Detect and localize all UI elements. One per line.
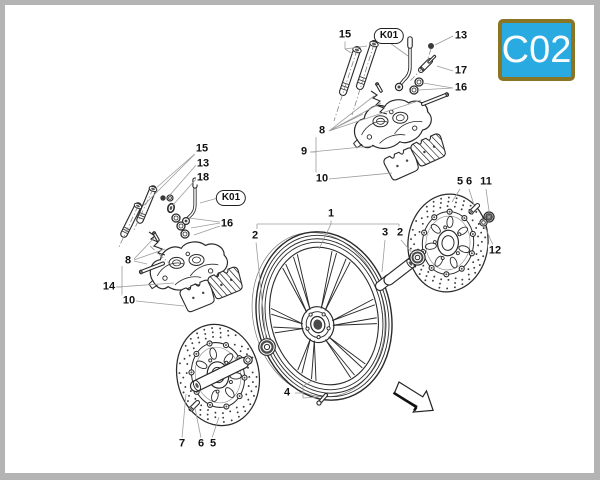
callout-4: 4 <box>282 386 292 400</box>
callout-10-left: 10 <box>121 294 137 308</box>
ring-nut <box>483 211 495 223</box>
mount-bolts-left <box>120 185 158 238</box>
seal-rings-top <box>409 77 424 95</box>
callout-16-left: 16 <box>219 217 235 231</box>
callout-9: 9 <box>299 145 309 159</box>
leader-lines <box>116 35 494 439</box>
callout-3: 3 <box>380 226 390 240</box>
fitting-left <box>160 194 174 202</box>
wheel-bearing-right <box>409 249 426 266</box>
tyre-valve <box>316 392 329 406</box>
pin-screw-top <box>375 82 383 93</box>
seal-18 <box>166 202 176 214</box>
washer-left <box>243 355 253 365</box>
disc-bolt-right <box>468 203 480 215</box>
disc-bolt-bottom <box>188 400 200 412</box>
callout-2-right: 2 <box>395 226 405 240</box>
callout-6-right: 6 <box>464 175 474 189</box>
axle-spacer <box>374 257 417 292</box>
pad-pin-left <box>138 261 166 275</box>
pad-pin-top <box>420 92 450 107</box>
centerlines <box>118 43 432 265</box>
front-axle <box>189 356 250 393</box>
pad-spring-top <box>370 90 388 115</box>
callout-1: 1 <box>326 207 336 221</box>
cap-top <box>428 43 434 49</box>
mount-bolts-top <box>339 40 379 96</box>
brake-pad-left-inner <box>179 279 215 313</box>
callout-2-left: 2 <box>250 229 260 243</box>
callout-18: 18 <box>195 171 211 185</box>
brake-pad-top-outer <box>409 132 449 167</box>
callout-k01-top: K01 <box>373 28 405 44</box>
callout-5-right: 5 <box>455 175 465 189</box>
callout-5-bottom: 5 <box>208 437 218 451</box>
callout-15-left: 15 <box>194 142 210 156</box>
page-code-badge: C02 <box>498 19 575 81</box>
callout-16-top: 16 <box>453 81 469 95</box>
callout-8-top: 8 <box>317 124 327 138</box>
callout-13-top: 13 <box>453 29 469 43</box>
wheel-bearing-left <box>258 338 276 356</box>
callout-7: 7 <box>177 437 187 451</box>
callout-6-bottom: 6 <box>196 437 206 451</box>
callout-14: 14 <box>101 280 117 294</box>
callout-12: 12 <box>487 244 503 258</box>
direction-arrow-icon <box>392 381 434 413</box>
brake-disc-right <box>407 193 489 293</box>
washer-right <box>479 218 488 227</box>
brake-hose-left <box>182 177 198 226</box>
callout-k01-left: K01 <box>215 190 247 206</box>
callout-8-left: 8 <box>123 254 133 268</box>
seal-rings-left <box>171 213 190 239</box>
callout-11: 11 <box>479 175 493 189</box>
brake-pad-top-inner <box>383 147 419 181</box>
callout-10-top: 10 <box>314 172 330 186</box>
front-wheel <box>251 231 393 401</box>
brake-hose-top <box>394 36 413 92</box>
callout-13-left: 13 <box>195 157 211 171</box>
callout-17: 17 <box>453 64 469 78</box>
brake-caliper-top <box>352 99 432 149</box>
pin-screw-left <box>152 231 160 242</box>
callout-15-top: 15 <box>337 28 353 42</box>
brake-pad-left-outer <box>206 265 246 300</box>
